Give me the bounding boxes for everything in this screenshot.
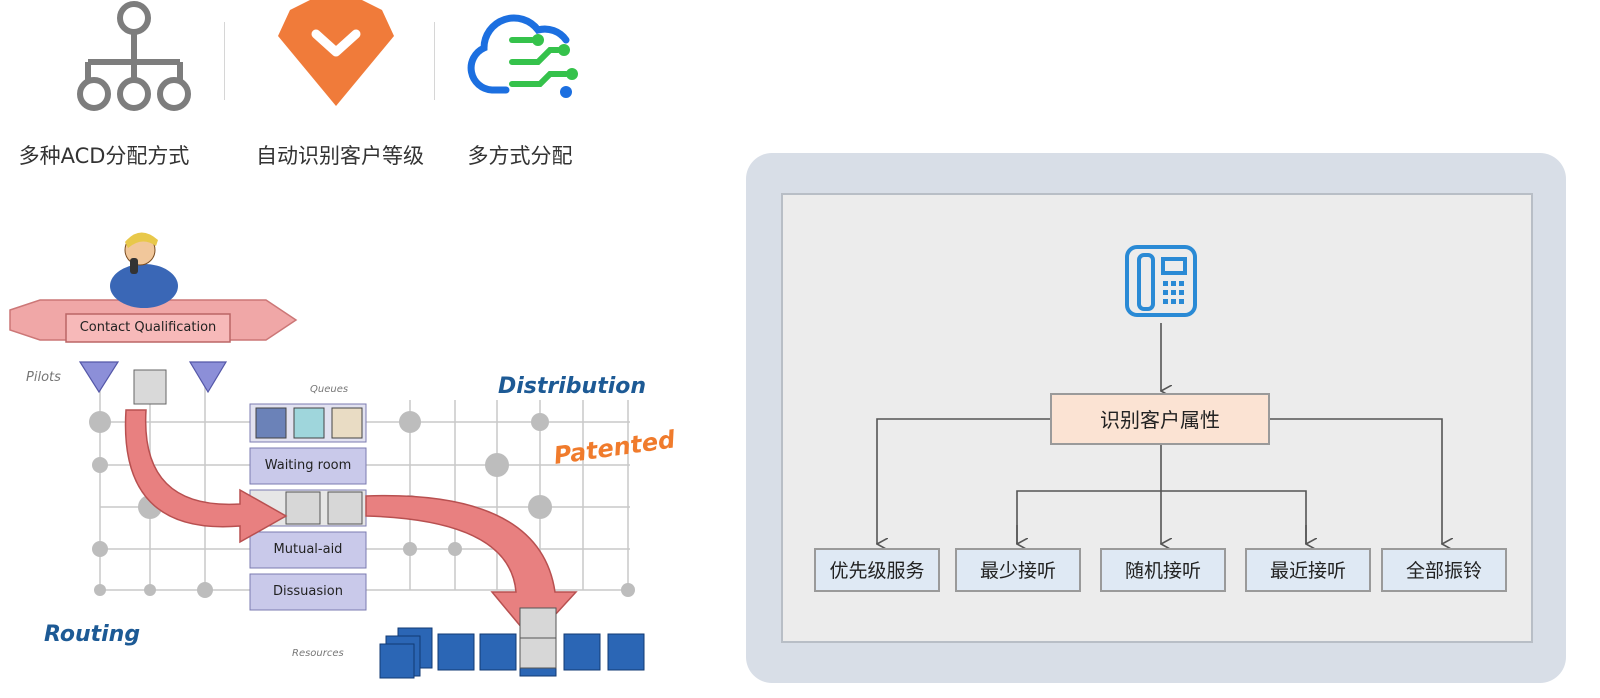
- pilots-label: Pilots: [26, 370, 61, 385]
- distribution-label: Distribution: [498, 374, 647, 399]
- most-recent-answer-node: 最近接听: [1245, 548, 1371, 592]
- feature-label-multi-method: 多方式分配: [467, 144, 573, 168]
- queues-label: Queues: [310, 384, 349, 395]
- least-answered-node: 最少接听: [955, 548, 1081, 592]
- divider: [224, 22, 225, 100]
- routing-curve-arrow: [124, 409, 288, 544]
- routing-label: Routing: [44, 622, 141, 647]
- phone-icon: [1125, 245, 1197, 317]
- contact-qualification-label: Contact Qualification: [79, 320, 217, 335]
- feature-acd: 多种ACD分配方式: [19, 0, 222, 180]
- caller-person-icon: [110, 232, 178, 308]
- distribution-flow-panel: 识别客户属性 优先级服务 最少接听 随机接听 最近接听 全部振铃: [746, 153, 1566, 683]
- dissuasion-label: Dissuasion: [273, 584, 343, 599]
- mutual-aid-label: Mutual-aid: [273, 542, 343, 557]
- cloud-circuit-icon: [467, 14, 578, 98]
- hierarchy-icon: [77, 1, 191, 111]
- feature-label-acd: 多种ACD分配方式: [18, 144, 190, 168]
- feature-auto-identify: 自动识别客户等级: [244, 0, 444, 180]
- resources-label: Resources: [292, 648, 344, 659]
- resource-icons: [379, 627, 645, 679]
- divider: [434, 22, 435, 100]
- feature-label-auto-identify: 自动识别客户等级: [256, 144, 424, 168]
- priority-service-node: 优先级服务: [814, 548, 940, 592]
- random-answer-node: 随机接听: [1100, 548, 1226, 592]
- ring-all-node: 全部振铃: [1381, 548, 1507, 592]
- routing-diagram: Contact Qualification Pilots Queues Dist…: [0, 220, 710, 698]
- shield-check-icon: [278, 0, 394, 106]
- pilot-triangles: [78, 361, 228, 394]
- flow-canvas: 识别客户属性 优先级服务 最少接听 随机接听 最近接听 全部振铃: [781, 193, 1533, 643]
- identify-customer-attribute-node: 识别客户属性: [1050, 393, 1270, 445]
- agent-icon: [133, 369, 167, 405]
- waiting-room-label: Waiting room: [264, 458, 352, 473]
- feature-multi-method: 多方式分配: [454, 0, 654, 180]
